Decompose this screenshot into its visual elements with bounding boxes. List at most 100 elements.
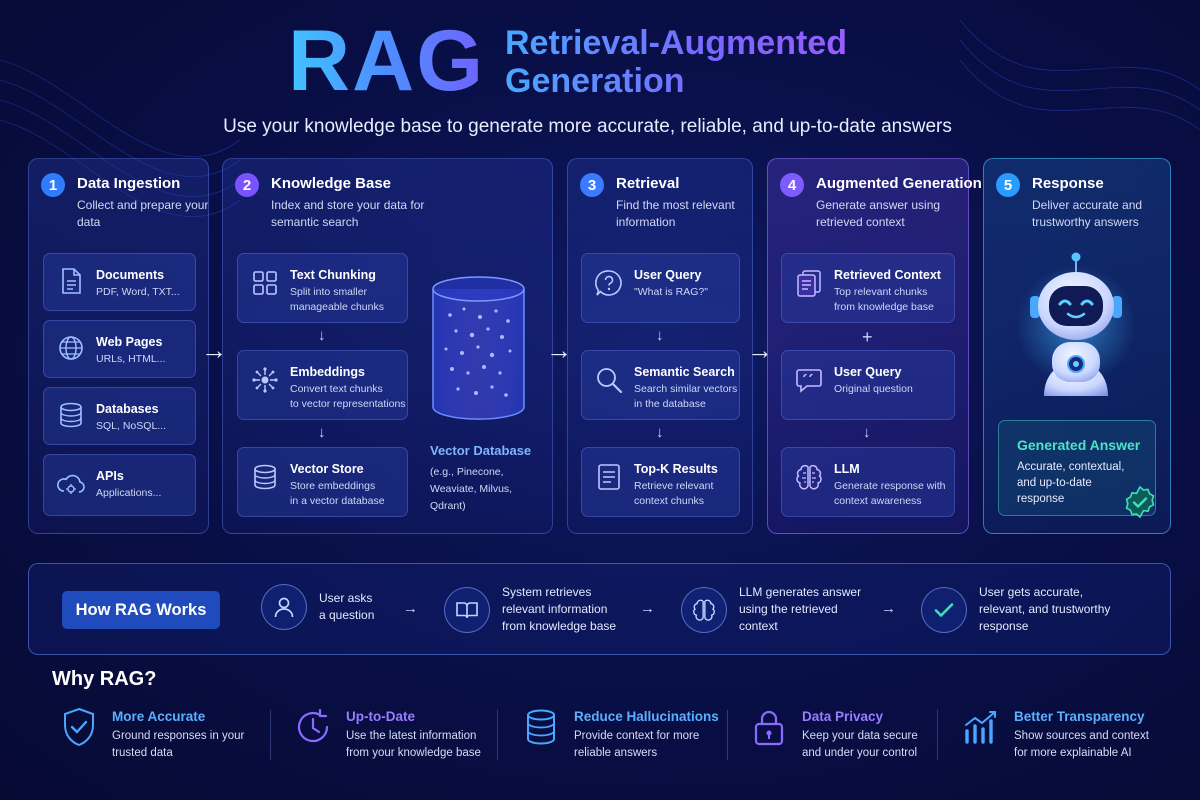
card-title: Databases [96,402,159,416]
page-subtitle: Retrieval-Augmented Generation [505,24,847,100]
robot-assistant-icon [1016,252,1136,396]
card-desc-2: in a vector database [290,495,385,507]
benefit-desc-1: Keep your data secure [802,730,918,742]
lock-icon [748,706,790,748]
card-title: Web Pages [96,335,163,349]
how-step-line: System retrieves [502,585,592,599]
card-desc-2: from knowledge base [834,301,934,313]
brain-icon [681,586,727,633]
divider [270,710,271,760]
divider [497,710,498,760]
card-title: Top-K Results [634,462,718,476]
benefit-title: Reduce Hallucinations [574,709,719,724]
benefit-title: More Accurate [112,709,206,724]
card-title: Embeddings [290,365,366,379]
benefit-desc-1: Use the latest information [346,730,477,742]
flow-arrow-icon: → [546,335,572,365]
search-icon [594,365,624,395]
card-title: APIs [96,469,124,483]
card-desc-1: Split into smaller [290,286,368,298]
benefit-title: Better Transparency [1014,709,1145,724]
question-bubble-icon [594,268,624,298]
how-step-line: User gets accurate, [979,585,1084,599]
stage-title: Retrieval [616,175,680,192]
card-desc: SQL, NoSQL... [96,420,167,432]
book-icon [444,586,490,633]
cloud-api-icon [56,469,86,499]
brain-icon [794,462,824,492]
globe-icon [56,333,86,363]
embedding-network-icon [250,365,280,395]
divider [937,710,938,760]
stage-description: Deliver accurate and trustworthy answers [1032,198,1143,229]
how-step-user-gets-response: User gets accurate, relevant, and trustwo… [921,584,1110,635]
subtitle-line-1: Retrieval-Augmented [505,24,847,62]
tagline: Use your knowledge base to generate more… [223,116,952,137]
card-title: LLM [834,462,860,476]
how-step-line: User asks [319,591,373,605]
benefit-title: Data Privacy [802,709,884,724]
card-title: Text Chunking [290,268,376,282]
card-desc-1: Search similar vectors [634,383,738,395]
vector-database-cylinder-icon [432,276,525,420]
stage-knowledge-base: 2 Knowledge Base Index and store your da… [222,158,553,534]
vector-database-label: Vector Database [430,443,532,458]
divider [727,710,728,760]
how-step-line: LLM generates answer [739,585,862,599]
stage-number: 2 [235,173,259,197]
card-title: Semantic Search [634,365,735,379]
stage-description: Find the most relevant information [616,198,735,229]
stage-data-ingestion: 1 Data Ingestion Collect and prepare you… [28,158,209,534]
database-icon [520,706,562,748]
stage-description: Collect and prepare your data [77,198,209,229]
benefit-more-accurate: More Accurate Ground responses in your t… [58,706,244,762]
chat-bubble-icon [794,365,824,395]
generated-answer-card[interactable]: Generated Answer Accurate, contextual, a… [998,420,1156,519]
benefit-desc-1: Show sources and context [1014,730,1149,742]
card-desc: PDF, Word, TXT... [96,286,180,298]
card-title: Retrieved Context [834,268,941,282]
benefit-data-privacy: Data Privacy Keep your data secure and u… [748,706,918,762]
flow-arrow-icon: → [747,335,773,365]
shield-check-icon [58,706,100,748]
stage-retrieval: 3 Retrieval Find the most relevant infor… [567,158,753,534]
benefit-up-to-date: Up-to-Date Use the latest information fr… [292,706,481,762]
benefit-desc-1: Provide context for more [574,730,700,742]
how-step-user-asks: User asks a question [261,584,374,630]
card-desc-2: context awareness [834,495,922,507]
benefit-desc-1: Ground responses in your [112,730,245,742]
stage-number: 4 [780,173,804,197]
card-desc-2: to vector representations [290,398,406,410]
down-arrow-icon: ↓ [656,327,664,344]
card-desc-1: Original question [834,383,913,395]
how-step-line: relevant, and trustworthy [979,602,1111,616]
checkmark-icon [921,586,967,633]
benefit-reduce-hallucinations: Reduce Hallucinations Provide context fo… [520,706,719,762]
stage-title: Knowledge Base [271,175,392,192]
down-arrow-icon: ↓ [863,424,871,441]
how-step-line: a question [319,608,375,622]
stage-number: 1 [41,173,65,197]
user-icon [261,584,307,630]
right-arrow-icon: → [640,600,655,617]
benefit-better-transparency: Better Transparency Show sources and con… [960,706,1149,762]
card-desc-1: Convert text chunks [290,383,383,395]
card-title: User Query [834,365,902,379]
flow-arrow-icon: → [201,335,227,365]
card-desc-1: Top relevant chunks [834,286,928,298]
step-card-user-query[interactable]: User Query"What is RAG?" [581,253,740,323]
card-title: User Query [634,268,702,282]
